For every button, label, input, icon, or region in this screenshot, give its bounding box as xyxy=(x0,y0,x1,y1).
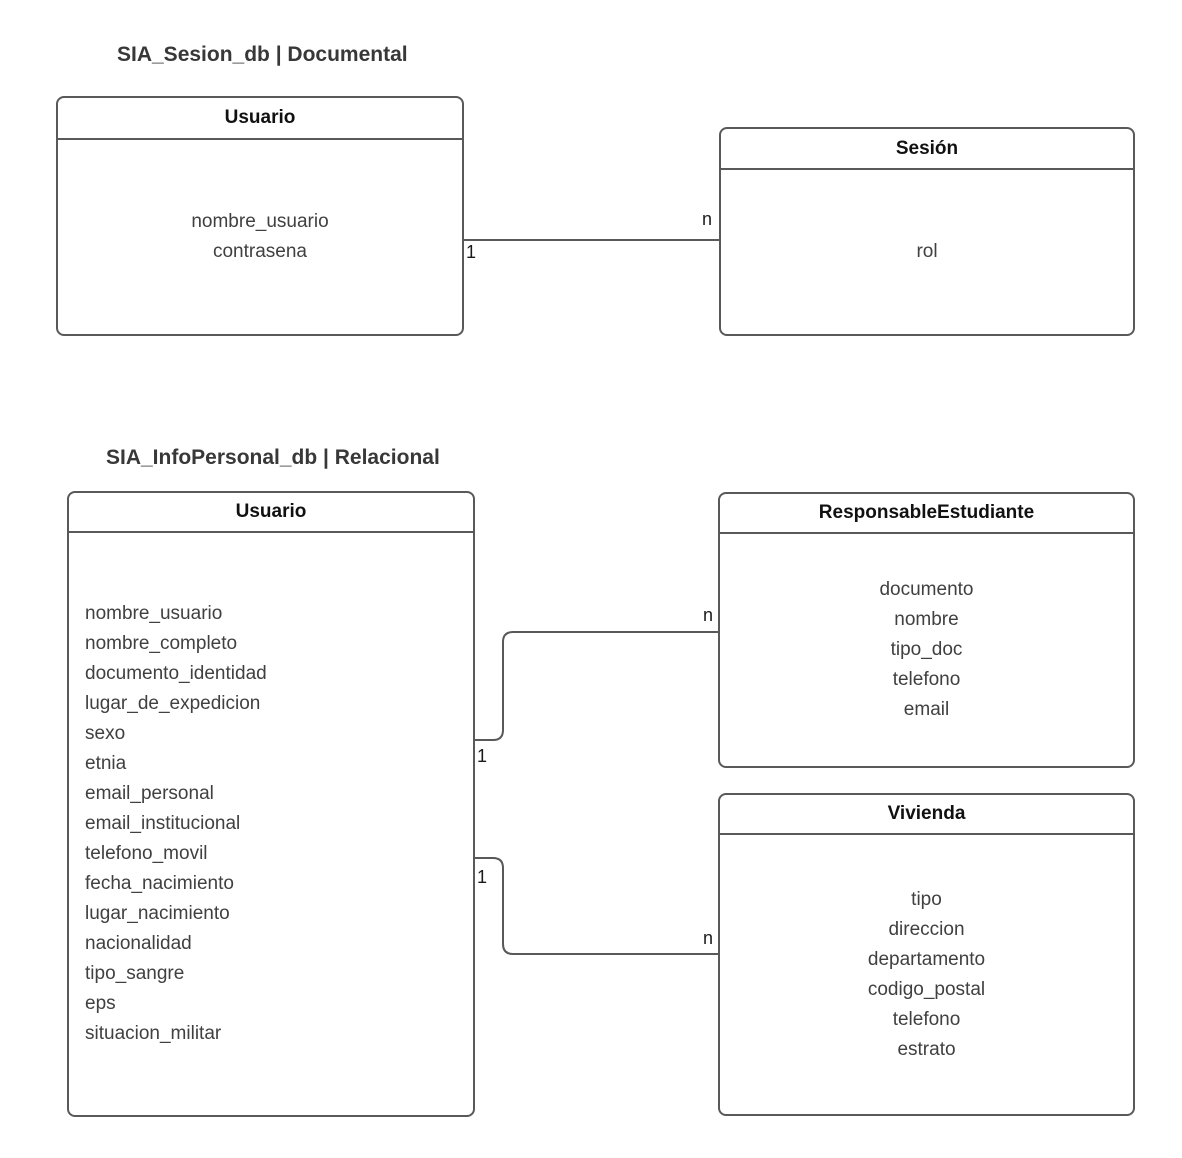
field: email_personal xyxy=(85,783,214,804)
field: etnia xyxy=(85,753,127,774)
field: situacion_militar xyxy=(85,1023,222,1044)
field: telefono_movil xyxy=(85,843,208,864)
field: nacionalidad xyxy=(85,933,192,954)
field: codigo_postal xyxy=(867,978,986,1000)
field: nombre_usuario xyxy=(191,211,329,232)
field: telefono xyxy=(892,669,961,690)
entity-sesion-title: Sesión xyxy=(721,129,1133,170)
field: email_institucional xyxy=(85,813,241,834)
entity-responsable-estudiante-title: ResponsableEstudiante xyxy=(720,494,1133,534)
diagram-title-sesion-db: SIA_Sesion_db | Documental xyxy=(117,43,408,66)
connector-usuario-vivienda[interactable] xyxy=(475,857,718,955)
entity-responsable-estudiante-fields: documento nombre tipo_doc telefono email xyxy=(720,534,1133,766)
field: contrasena xyxy=(212,241,307,262)
diagram-title-infopersonal-db: SIA_InfoPersonal_db | Relacional xyxy=(106,446,440,469)
entity-usuario-infopersonal-fields: nombre_usuario nombre_completo documento… xyxy=(69,533,473,1115)
field: departamento xyxy=(867,948,986,970)
connector-usuario-responsable[interactable] xyxy=(475,631,718,741)
entity-usuario-infopersonal-title: Usuario xyxy=(69,493,473,533)
entity-sesion-fields: rol xyxy=(721,170,1133,334)
entity-sesion[interactable]: Sesión rol xyxy=(719,127,1135,336)
field: lugar_de_expedicion xyxy=(85,693,261,714)
cardinality-label-responsable-n: n xyxy=(703,605,714,625)
entity-vivienda-fields: tipo direccion departamento codigo_posta… xyxy=(720,835,1133,1114)
field: nombre_usuario xyxy=(85,603,223,624)
field: tipo_doc xyxy=(890,639,963,660)
cardinality-label-usuario2-rel1-1: 1 xyxy=(477,746,488,766)
field: estrato xyxy=(897,1038,956,1060)
cardinality-label-vivienda-n: n xyxy=(703,928,714,948)
field: documento_identidad xyxy=(85,663,267,684)
cardinality-label-usuario2-rel2-1: 1 xyxy=(477,867,488,887)
cardinality-label-usuario-1: 1 xyxy=(466,242,477,262)
field: lugar_nacimiento xyxy=(85,903,230,924)
field: nombre_completo xyxy=(85,633,238,654)
field: rol xyxy=(916,241,938,262)
field: tipo_sangre xyxy=(85,963,185,984)
field: sexo xyxy=(85,723,126,744)
field: tipo xyxy=(911,888,942,910)
field: nombre xyxy=(894,609,959,630)
entity-usuario-sesion-fields: nombre_usuario contrasena xyxy=(58,140,462,334)
entity-vivienda[interactable]: Vivienda tipo direccion departamento cod… xyxy=(718,793,1135,1116)
field: fecha_nacimiento xyxy=(85,873,234,894)
field: direccion xyxy=(888,918,965,940)
field: telefono xyxy=(892,1008,961,1030)
field: documento xyxy=(879,579,974,600)
field: email xyxy=(903,699,950,720)
field: eps xyxy=(85,993,116,1014)
entity-vivienda-title: Vivienda xyxy=(720,795,1133,835)
entity-usuario-infopersonal[interactable]: Usuario nombre_usuario nombre_completo d… xyxy=(67,491,475,1117)
entity-responsable-estudiante[interactable]: ResponsableEstudiante documento nombre t… xyxy=(718,492,1135,768)
entity-usuario-sesion-title: Usuario xyxy=(58,98,462,140)
cardinality-label-sesion-n: n xyxy=(702,209,713,229)
entity-usuario-sesion[interactable]: Usuario nombre_usuario contrasena xyxy=(56,96,464,336)
